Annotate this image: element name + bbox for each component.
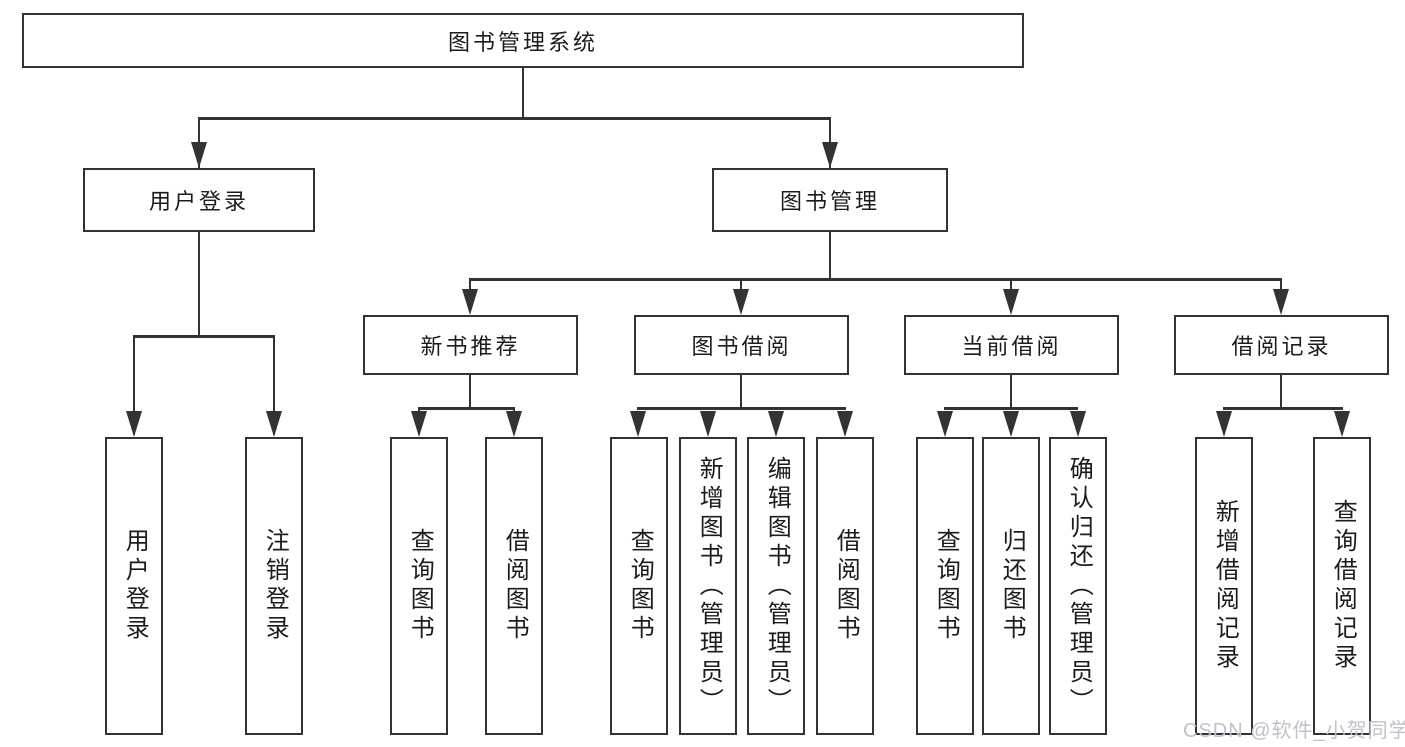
leaf-confirm-return-admin: 确认归还（管理员） — [1049, 437, 1107, 735]
connector-line — [197, 232, 201, 335]
connector-line — [468, 278, 472, 298]
connector-line — [1279, 278, 1283, 298]
arrow-down-icon — [266, 411, 282, 437]
connector-line — [132, 335, 276, 338]
arrow-down-icon — [1070, 411, 1086, 437]
arrow-down-icon — [837, 411, 853, 437]
arrow-down-icon — [1216, 411, 1232, 437]
arrow-down-icon — [462, 289, 478, 315]
arrow-down-icon — [126, 411, 142, 437]
leaf-return-books: 归还图书 — [982, 437, 1040, 735]
leaf-add-books-admin: 新增图书（管理员） — [679, 437, 737, 735]
node-current-borrow: 当前借阅 — [904, 315, 1119, 375]
arrow-down-icon — [411, 411, 427, 437]
connector-line — [272, 335, 276, 435]
arrow-down-icon — [191, 142, 207, 168]
arrow-down-icon — [733, 289, 749, 315]
arrow-down-icon — [768, 411, 784, 437]
connector-line — [739, 278, 743, 298]
node-book-borrow: 图书借阅 — [634, 315, 849, 375]
connector-line — [468, 375, 472, 407]
connector-line — [828, 232, 832, 278]
arrow-down-icon — [1273, 289, 1289, 315]
connector-line — [944, 407, 1079, 410]
arrow-down-icon — [1334, 411, 1350, 437]
leaf-query-books-2: 查询图书 — [610, 437, 668, 735]
leaf-logout: 注销登录 — [245, 437, 303, 735]
csdn-watermark: CSDN @软件_小贺同学 — [1183, 720, 1405, 742]
connector-line — [197, 117, 831, 120]
node-new-book-recommend: 新书推荐 — [363, 315, 578, 375]
node-root-library-system: 图书管理系统 — [22, 13, 1024, 68]
connector-line — [637, 407, 847, 410]
leaf-query-borrow-record: 查询借阅记录 — [1313, 437, 1371, 735]
arrow-down-icon — [630, 411, 646, 437]
arrow-down-icon — [1003, 289, 1019, 315]
connector-line — [1279, 375, 1283, 407]
leaf-user-login: 用户登录 — [105, 437, 163, 735]
node-borrow-records: 借阅记录 — [1174, 315, 1389, 375]
arrow-down-icon — [822, 142, 838, 168]
leaf-query-books-3: 查询图书 — [916, 437, 974, 735]
arrow-down-icon — [937, 411, 953, 437]
connector-line — [1222, 407, 1343, 410]
leaf-query-books-1: 查询图书 — [390, 437, 448, 735]
arrow-down-icon — [1003, 411, 1019, 437]
connector-line — [468, 278, 1283, 281]
connector-line — [417, 407, 516, 410]
node-book-management: 图书管理 — [712, 168, 948, 232]
arrow-down-icon — [700, 411, 716, 437]
connector-line — [1009, 375, 1013, 407]
connector-line — [132, 335, 136, 435]
connector-line — [739, 375, 743, 407]
connector-line — [1009, 278, 1013, 298]
leaf-add-borrow-record: 新增借阅记录 — [1195, 437, 1253, 735]
node-user-login: 用户登录 — [83, 168, 315, 232]
leaf-edit-books-admin: 编辑图书（管理员） — [747, 437, 805, 735]
leaf-borrow-books-2: 借阅图书 — [816, 437, 874, 735]
connector-line — [521, 68, 525, 117]
leaf-borrow-books-1: 借阅图书 — [485, 437, 543, 735]
arrow-down-icon — [506, 411, 522, 437]
